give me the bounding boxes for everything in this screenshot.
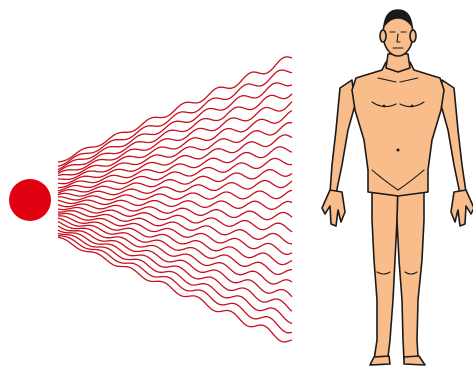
right-arm — [441, 80, 466, 194]
right-nipple — [411, 105, 414, 108]
radiation-waves-icon — [58, 57, 292, 342]
left-foot — [370, 356, 390, 365]
wave-line — [58, 230, 292, 311]
right-ear — [410, 30, 416, 42]
human-figure-icon — [322, 10, 473, 365]
wave-line — [58, 234, 292, 324]
wave-line — [58, 200, 292, 209]
wave-line — [58, 170, 292, 194]
wave-line — [58, 237, 292, 342]
left-ear — [380, 30, 386, 42]
wave-line — [58, 70, 292, 166]
torso — [352, 62, 444, 196]
left-arm — [330, 80, 355, 194]
left-nipple — [383, 105, 386, 108]
wave-line — [58, 226, 292, 297]
navel — [397, 149, 400, 152]
wave-line — [58, 57, 292, 162]
right-hand — [451, 190, 473, 226]
wave-line — [58, 102, 292, 174]
wave-line — [58, 123, 292, 180]
radiation-source-icon — [9, 179, 51, 221]
right-foot — [404, 356, 425, 365]
wave-line — [58, 158, 292, 191]
left-hand — [322, 190, 345, 226]
wave-line — [58, 216, 292, 265]
wave-line — [58, 214, 292, 255]
